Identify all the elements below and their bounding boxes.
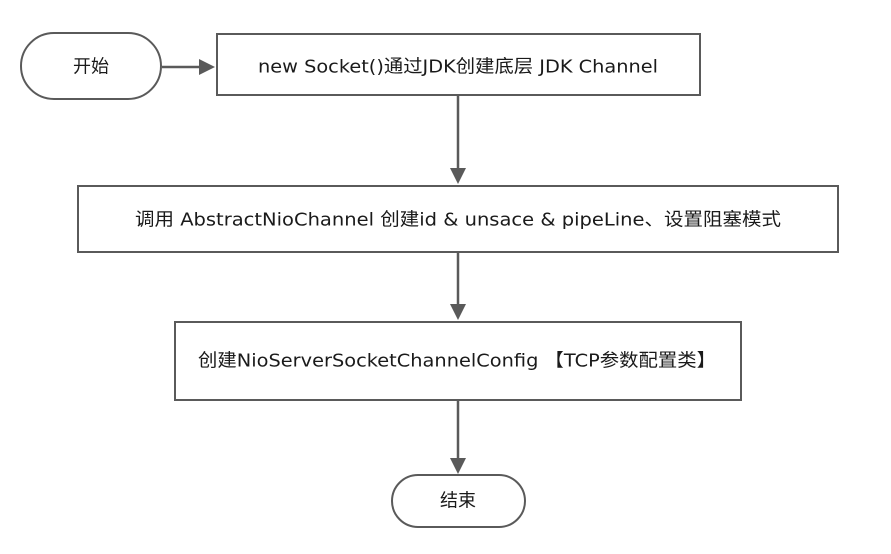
edge-step2-to-step3 — [450, 252, 466, 320]
end-node-label: 结束 — [440, 491, 476, 512]
edge-step1-to-step2 — [450, 95, 466, 184]
start-node: 开始 — [20, 32, 162, 100]
step3-node: 创建NioServerSocketChannelConfig 【TCP参数配置类… — [174, 321, 742, 401]
step2-node-label: 调用 AbstractNioChannel 创建id & unsace & pi… — [135, 210, 781, 231]
edge-step3-to-end — [450, 400, 466, 474]
step2-node: 调用 AbstractNioChannel 创建id & unsace & pi… — [77, 185, 839, 253]
edge-start-to-step1 — [162, 59, 215, 75]
step1-node: new Socket()通过JDK创建底层 JDK Channel — [216, 33, 701, 96]
start-node-label: 开始 — [73, 57, 109, 78]
step1-node-label: new Socket()通过JDK创建底层 JDK Channel — [258, 57, 658, 78]
end-node: 结束 — [391, 474, 526, 528]
step3-node-label: 创建NioServerSocketChannelConfig 【TCP参数配置类… — [198, 351, 716, 372]
